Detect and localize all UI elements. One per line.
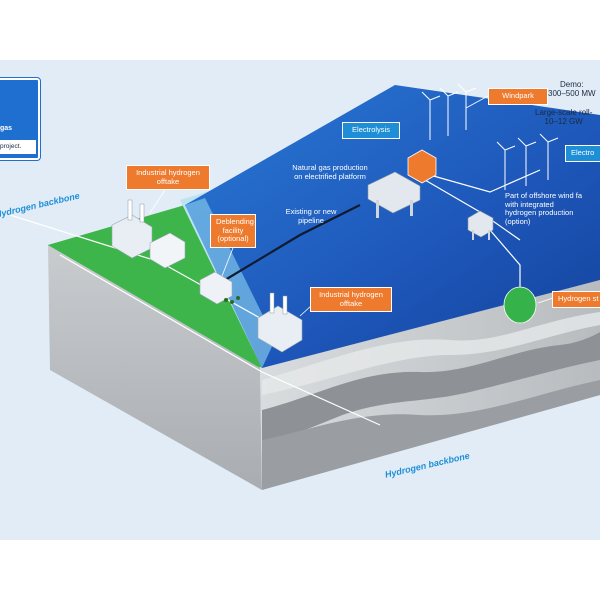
large-scale-capacity: Large-scale roll- 10–12 GW (535, 108, 593, 127)
wind-turbines-option (496, 133, 559, 190)
wind-link (429, 169, 541, 193)
info-panel-footer (0, 140, 36, 154)
rock-strata-light (262, 312, 600, 395)
pipeline-label: Existing or new pipeline (285, 207, 337, 225)
panel-text-project: project. (0, 143, 22, 150)
electrolysis-callout-right: Electro (565, 145, 600, 162)
hydrogen-storage-callout: Hydrogen st (552, 291, 600, 308)
hydrogen-storage-cavern (503, 286, 537, 324)
rock-strata (262, 332, 600, 444)
block-left-face (48, 245, 262, 490)
electrolysis-callout: Electrolysis (342, 122, 400, 139)
leader-storage (537, 297, 554, 304)
sea-surface (185, 85, 600, 368)
leader-windpark (465, 95, 489, 109)
offshore-wind-label: Part of offshore wind fa with integrated… (505, 191, 582, 226)
leader-deblending (221, 247, 234, 277)
demo-capacity: Demo: 300–500 MW (548, 80, 596, 99)
leader-industrial-top (149, 189, 166, 214)
industrial-offtake-top-callout: Industrial hydrogen offtake (126, 165, 210, 191)
deblending-callout: Deblending facility (optional) (210, 214, 256, 248)
pipeline (224, 204, 361, 281)
gas-platform (367, 171, 421, 218)
backbone-line-bottom (59, 254, 381, 426)
panel-text-gas: gas (0, 125, 13, 132)
windpark-callout: Windpark (488, 88, 548, 105)
rock-strata-dark (262, 380, 600, 490)
deblending-facility-building (199, 271, 240, 305)
wind-turbines-park (421, 83, 477, 140)
industrial-plant-bottom (257, 292, 303, 353)
industrial-plant-top (111, 199, 186, 269)
electrolysis-unit (407, 149, 437, 184)
industrial-offtake-bottom-callout: Industrial hydrogen offtake (310, 287, 392, 313)
natural-gas-label: Natural gas production on electrified pl… (292, 163, 368, 181)
offshore-substation (467, 210, 494, 240)
